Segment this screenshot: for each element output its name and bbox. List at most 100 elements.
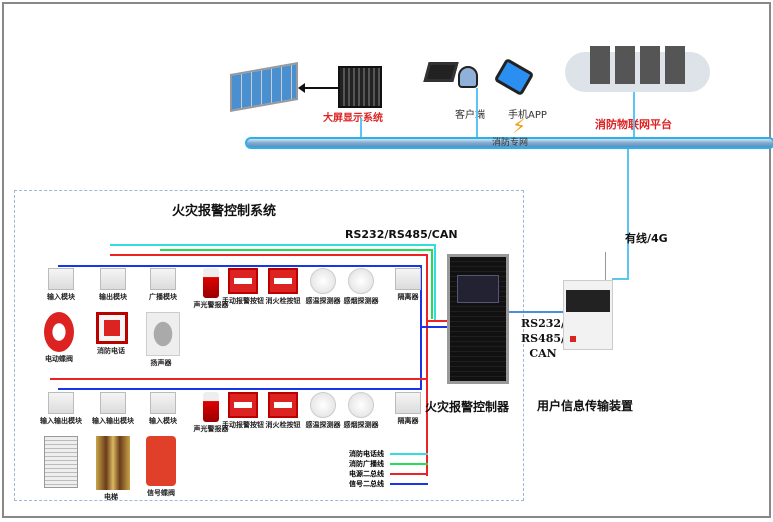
device-label: 感温探测器 <box>305 297 341 305</box>
device-label: 消火栓按钮 <box>265 421 301 429</box>
fire-private-network: 消防专网 <box>245 137 773 149</box>
power-line <box>110 254 428 256</box>
module-icon <box>48 268 74 290</box>
arrow-icon <box>302 87 338 89</box>
laptop-icon <box>423 62 459 82</box>
legend-label: 消防广播线 <box>349 460 384 468</box>
device[interactable]: 输入模块信号蝶阀 <box>146 392 178 497</box>
legend-swatch <box>390 473 428 475</box>
device[interactable]: 广播模块扬声器 <box>146 268 180 367</box>
linked-device-label: 扬声器 <box>150 359 172 367</box>
device[interactable]: 输出模块消防电话 <box>96 268 128 355</box>
pipevalve-icon: 信号蝶阀 <box>146 436 186 498</box>
uplink-line <box>627 149 629 279</box>
phone-line <box>110 244 435 246</box>
protocol-line-1: RS232/ <box>521 317 566 330</box>
user-icon <box>458 66 478 88</box>
uitd-red-button <box>570 336 576 342</box>
legend-item: 电源二总线 <box>349 469 428 479</box>
linked-device-label: 电动蝶阀 <box>45 355 73 363</box>
device-label: 手动报警按钮 <box>222 421 264 429</box>
detector-icon <box>348 392 374 418</box>
linked-device-label: 消防电话 <box>97 347 125 355</box>
legend-swatch <box>390 453 428 455</box>
module-icon <box>100 268 126 290</box>
device-label: 输入输出模块 <box>40 417 82 425</box>
device[interactable]: 手动报警按钮 <box>222 268 264 306</box>
device-label: 声光警报器 <box>193 301 229 309</box>
display-system-label: 大屏显示系统 <box>323 113 383 124</box>
device-label: 输入模块 <box>149 417 177 425</box>
signal-bus-bottom <box>58 388 422 390</box>
device-label: 广播模块 <box>149 293 177 301</box>
device-label: 声光警报器 <box>193 425 229 433</box>
controller-uitd-link <box>509 311 565 313</box>
device-label: 隔离器 <box>397 293 419 301</box>
device[interactable]: 输入模块电动蝶阀 <box>44 268 76 363</box>
uitd-panel <box>566 290 610 312</box>
manual-button-icon <box>268 392 298 418</box>
fire-alarm-controller-cabinet[interactable] <box>447 254 509 384</box>
link-type-label: 有线/4G <box>625 232 668 245</box>
device[interactable]: 声光警报器 <box>194 392 229 434</box>
device[interactable]: 输入输出模块电梯 <box>92 392 134 501</box>
manual-button-icon <box>268 268 298 294</box>
module-icon <box>150 392 176 414</box>
linked-device-label: 电梯 <box>104 493 118 501</box>
legend: 消防电话线 消防广播线 电源二总线 信号二总线 <box>349 449 428 489</box>
detector-icon <box>310 392 336 418</box>
module-icon <box>100 392 126 414</box>
speaker-icon: 扬声器 <box>146 312 186 368</box>
platform-link <box>633 92 635 138</box>
uitd-label: 用户信息传输装置 <box>537 399 634 413</box>
device[interactable]: 感烟探测器 <box>344 392 379 430</box>
module-icon <box>395 392 421 414</box>
device[interactable]: 感烟探测器 <box>344 268 379 306</box>
legend-swatch <box>390 463 428 465</box>
client-link <box>476 88 478 138</box>
power-to-ctrl <box>426 320 448 322</box>
module-icon <box>48 392 74 414</box>
strobe-icon <box>203 392 219 422</box>
valve-icon: 电动蝶阀 <box>44 312 84 364</box>
device[interactable]: 隔离器 <box>393 268 423 302</box>
bus-to-ctrl <box>420 326 448 328</box>
device[interactable]: 手动报警按钮 <box>222 392 264 430</box>
device[interactable]: 隔离器 <box>393 392 423 426</box>
device[interactable]: 感温探测器 <box>306 392 341 430</box>
legend-item: 消防广播线 <box>349 459 428 469</box>
device[interactable]: 输入输出模块 <box>40 392 82 488</box>
protocol-side-label: RS232/ RS485/ CAN <box>521 316 565 361</box>
system-title: 火灾报警控制系统 <box>172 204 277 219</box>
display-link <box>360 118 362 138</box>
legend-label: 电源二总线 <box>349 470 384 478</box>
linked-device-label: 信号蝶阀 <box>147 489 175 497</box>
device-label: 手动报警按钮 <box>222 297 264 305</box>
device-label: 输入模块 <box>47 293 75 301</box>
module-icon <box>150 268 176 290</box>
device-label: 输入输出模块 <box>92 417 134 425</box>
device[interactable]: 感温探测器 <box>306 268 341 306</box>
shutter-icon <box>44 436 84 490</box>
server-chassis-icon <box>338 66 382 108</box>
system-boundary <box>14 190 524 501</box>
device[interactable]: 消火栓按钮 <box>266 268 301 306</box>
device[interactable]: 消火栓按钮 <box>266 392 301 430</box>
strobe-icon <box>203 268 219 298</box>
phone-drop <box>434 244 436 322</box>
detector-icon <box>310 268 336 294</box>
legend-item: 消防电话线 <box>349 449 428 459</box>
arrow-head-icon <box>298 83 305 93</box>
protocol-line-3: CAN <box>529 347 557 360</box>
device[interactable]: 声光警报器 <box>194 268 229 310</box>
power-line-bottom <box>50 378 428 380</box>
mobile-app-label: 手机APP <box>508 110 547 121</box>
broadcast-line <box>160 249 432 251</box>
controller-label: 火灾报警控制器 <box>425 400 510 414</box>
device-label: 感烟探测器 <box>343 421 379 429</box>
controller-panel <box>457 275 499 303</box>
detector-icon <box>348 268 374 294</box>
device-label: 感温探测器 <box>305 421 341 429</box>
legend-label: 消防电话线 <box>349 450 384 458</box>
